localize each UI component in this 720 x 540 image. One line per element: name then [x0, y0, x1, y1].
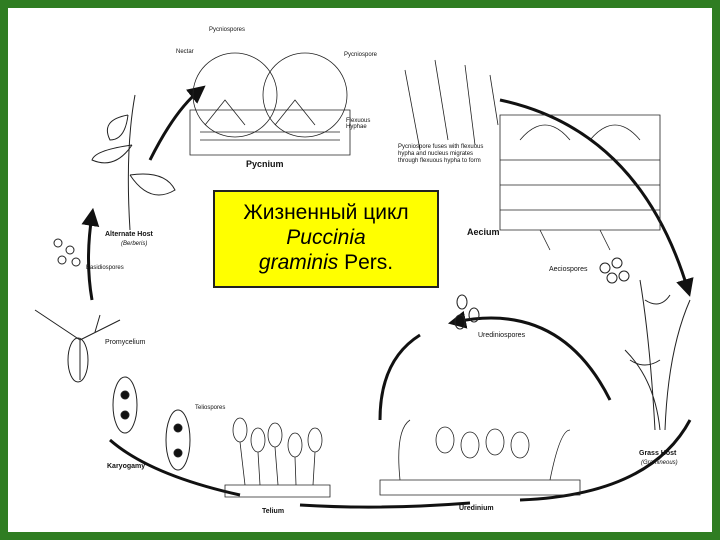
arrow-aecium-to-grass: [499, 98, 694, 297]
label-uredinium: Uredinium: [459, 505, 494, 512]
title-line-3: graminis Pers.: [215, 250, 437, 275]
aecium-drawing: [499, 114, 661, 251]
arrow-promycelium-to-basidiospores: [81, 207, 100, 301]
cycle-arrows: [81, 85, 694, 509]
label-grass-host: Grass Host: [639, 450, 677, 457]
pycnium-drawing: [189, 52, 351, 156]
label-alternate-host-latin: (Berberis): [121, 241, 148, 247]
title-author: Pers.: [338, 251, 394, 274]
label-alternate-host: Alternate Host: [105, 231, 153, 238]
karyogamy-teliospores: [112, 376, 191, 471]
barberry-plant: [91, 94, 176, 231]
pycnium-hyphae: [404, 59, 499, 151]
uredinium-drawing: [379, 419, 581, 496]
arrow-uredinium-to-telium: [299, 501, 471, 509]
label-promycelium: Promycelium: [105, 339, 146, 346]
title-species: graminis: [258, 251, 339, 274]
urediniospore-cells: [454, 294, 480, 330]
aeciospore-cells: [599, 257, 630, 284]
label-nectar: Nectar: [176, 49, 194, 55]
label-urediniospores: Urediniospores: [478, 332, 526, 339]
label-basidiospores: Basidiospores: [86, 265, 124, 271]
label-flexuous-hyphae: Flexuous Hyphae: [346, 118, 371, 130]
title-line-1: Жизненный цикл: [243, 201, 409, 224]
label-aecium: Aecium: [467, 227, 500, 237]
grass-plant: [624, 279, 691, 431]
telium-drawing: [224, 417, 331, 498]
promycelium-drawing: [34, 309, 121, 383]
title-genus: Puccinia: [286, 226, 366, 249]
label-grass-host-latin: (Gramineous): [641, 460, 678, 466]
label-pycnium: Pycnium: [246, 159, 284, 169]
repeating-cycle-loop: [378, 310, 612, 421]
title-box: Жизненный цикл Puccinia graminis Pers.: [213, 190, 439, 288]
arrow-telium-to-karyogamy: [109, 438, 241, 497]
arrow-alternate-host-to-pycnium: [148, 85, 206, 161]
basidiospore-cells: [53, 238, 81, 267]
label-telium: Telium: [262, 508, 285, 515]
label-pycniospores: Pycniospores: [209, 27, 246, 33]
label-aeciospores: Aeciospores: [549, 266, 588, 273]
arrow-grass-to-uredinium: [519, 419, 692, 502]
label-karyogamy: Karyogamy: [107, 463, 146, 470]
label-pycniospore: Pycniospore: [344, 52, 378, 58]
label-pycnium-note: Pycniospore fuses with flexuous hypha an…: [398, 144, 484, 164]
label-teliospores: Teliospores: [195, 405, 226, 411]
